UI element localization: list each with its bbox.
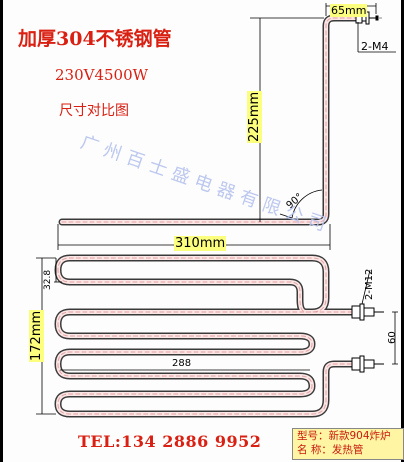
- dim-225mm: 225mm: [247, 90, 262, 143]
- telephone: TEL:134 2886 9952: [78, 432, 262, 451]
- dim-terminal-gap: 60: [387, 331, 398, 344]
- top-terminal: [355, 11, 382, 25]
- product-title: 加厚304不锈钢管: [18, 28, 172, 50]
- comparison-label: 尺寸对比图: [59, 103, 129, 119]
- lower-heating-element: [54, 254, 356, 418]
- bottom-terminal-lower: [351, 355, 384, 373]
- dim-thread-top: 2-M4: [361, 40, 389, 53]
- dim-310mm: 310mm: [174, 236, 227, 251]
- dim-288: 288: [172, 358, 192, 369]
- spec-label: 230V4500W: [55, 66, 149, 84]
- dim-172mm: 172mm: [29, 309, 44, 362]
- drawing-sheet: [3, 0, 401, 462]
- bottom-terminal-upper: [351, 303, 384, 321]
- upper-heating-element: [58, 14, 362, 226]
- dim-thread-bottom: 2-M12: [364, 268, 375, 300]
- info-box: 型号：新款904炸炉 名 称：发热管: [292, 428, 404, 460]
- info-model: 型号：新款904炸炉: [297, 430, 391, 442]
- info-name: 名 称：发热管: [297, 444, 364, 456]
- dim-32-8: 32.8: [43, 269, 53, 290]
- dim-65mm: 65mm: [330, 4, 368, 17]
